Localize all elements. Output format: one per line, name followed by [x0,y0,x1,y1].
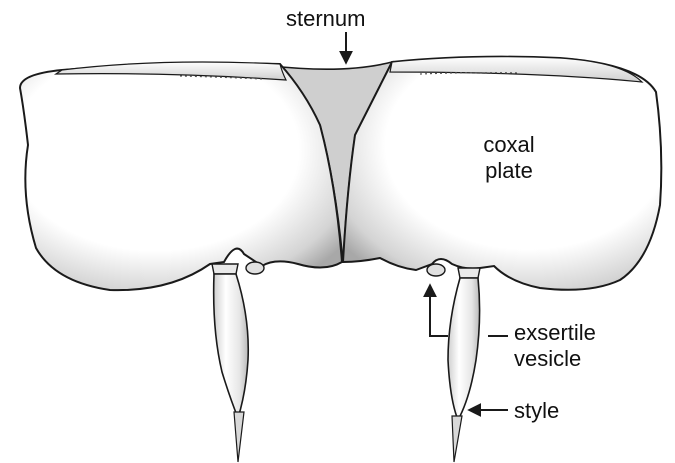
right-style-tip [452,416,462,462]
style-label: style [514,398,559,424]
coxal-plate-label-line1: coxal [470,132,548,158]
exsertile-vesicle-arrow [430,286,448,336]
right-exsertile-vesicle-lobe [427,264,445,276]
left-style [214,274,249,418]
right-style-base [458,268,480,278]
left-exsertile-vesicle-lobe [246,262,264,274]
exsertile-vesicle-label: exsertile vesicle [514,320,596,372]
exsertile-vesicle-label-line2: vesicle [514,346,596,372]
sternum-label: sternum [286,6,365,32]
coxal-plate-label: coxal plate [470,132,548,184]
coxal-plate-label-line2: plate [470,158,548,184]
left-style-tip [234,412,244,462]
exsertile-vesicle-label-line1: exsertile [514,320,596,346]
right-style [448,278,480,420]
left-coxal-plate [20,64,342,291]
left-style-base [212,264,238,274]
